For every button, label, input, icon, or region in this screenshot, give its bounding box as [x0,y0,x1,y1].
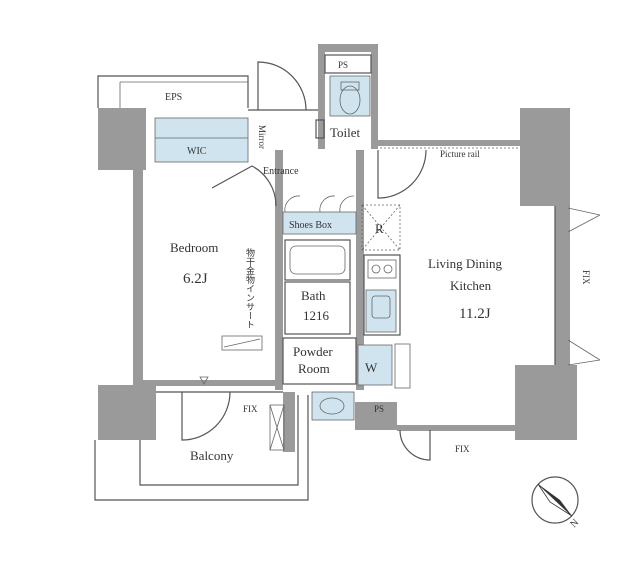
ps-top-box [324,54,372,74]
refrigerator-space [361,204,401,251]
toilet-fixture-area [329,75,371,117]
bedroom-door[interactable] [211,165,277,207]
wall-toilet-right [371,44,378,149]
kitchen-sink-area [365,289,397,333]
wall-pillar-bottom-left [98,385,156,440]
balcony-label: Balcony [190,448,234,463]
bath-label: Bath [301,288,326,303]
right-window-4 [567,359,601,366]
balcony-outline [139,395,299,486]
ldk-label-line1: Living Dining [428,256,503,271]
right-window-3 [567,339,601,361]
powder-label-line1: Powder [293,344,333,359]
powder-room-area [282,337,357,385]
wall-ldk-top [378,140,522,146]
powder-label-line2: Room [298,361,330,376]
balcony-outer-outline [94,395,309,501]
powder-door-panel[interactable] [394,343,411,389]
ldk-size: 11.2J [459,306,491,322]
wall-ps-bottom [355,402,397,430]
wall-ldk-bottom [397,425,517,431]
refrigerator-cross-2 [361,204,401,251]
wall-balcony-divider [283,392,295,452]
bedroom-marker [199,376,209,385]
wall-bedroom-right [275,150,283,390]
eps-outline [97,75,249,108]
wall-toilet-left [318,44,325,149]
stove-burner-2 [383,264,393,274]
compass-needle-light [537,483,573,517]
bath-tub-inner [289,245,346,275]
bath-area [284,281,351,335]
wall-pillar-top-right [520,108,570,206]
shoes-box-label: Shoes Box [289,220,332,231]
wall-bedroom-bottom [143,380,283,386]
picture-rail-label: Picture rail [440,149,480,159]
vanity-area [311,391,355,421]
bedroom-note: 物干金物インサート [245,247,255,329]
kitchen-sink [371,295,391,319]
kitchen-counter [363,254,401,336]
balcony-door[interactable] [181,391,231,441]
right-window-1 [567,207,601,216]
shoes-box-doors [284,195,355,213]
vanity-sink [319,397,345,415]
compass: N [531,476,581,530]
ps-bottom-label: PS [374,404,384,414]
bedroom-label: Bedroom [170,240,218,255]
washer-area [357,344,393,386]
compass-north-label: N [568,517,581,530]
shoes-box-area [282,211,357,235]
fix-balcony-label: FIX [243,404,258,414]
ldk-label-line2: Kitchen [450,278,492,293]
bath-tub [284,239,351,281]
wall-pillar-top-left [98,108,146,170]
wall-right-segment [555,200,570,370]
bedroom-hanger-line [223,338,261,348]
eps-label: EPS [165,92,182,103]
refrigerator-label: R [375,221,384,236]
bath-size: 1216 [303,308,330,323]
wall-bedroom-left [133,164,143,386]
entrance-label: Entrance [263,166,299,177]
wall-kitchen-left [356,150,364,390]
balcony-storage [269,404,285,451]
compass-ring [531,476,579,524]
toilet-paper-holder [315,119,325,139]
wall-ps-top [318,44,378,52]
bedroom-hanger-box [221,335,263,351]
toilet-tank [340,81,360,91]
right-window-2 [567,214,601,233]
fix-right-label: FIX [581,270,591,285]
washer-label: W [365,360,378,375]
wic-label: WIC [187,146,207,157]
entrance-door[interactable] [257,61,307,111]
wall-pillar-bottom-right [515,365,577,440]
ps-top-label: PS [338,60,348,70]
bedroom-size: 6.2J [183,271,208,287]
balcony-storage-diag-2 [269,404,285,451]
toilet-bowl [339,85,361,115]
ldk-bottom-door[interactable] [399,429,431,461]
mirror-label: Mirror [257,125,267,149]
toilet-label: Toilet [330,125,361,140]
fix-bottom-label: FIX [455,444,470,454]
wic-area [154,117,249,163]
stove-burner-1 [371,264,381,274]
kitchen-stove [367,259,397,279]
toilet-door[interactable] [377,149,427,199]
